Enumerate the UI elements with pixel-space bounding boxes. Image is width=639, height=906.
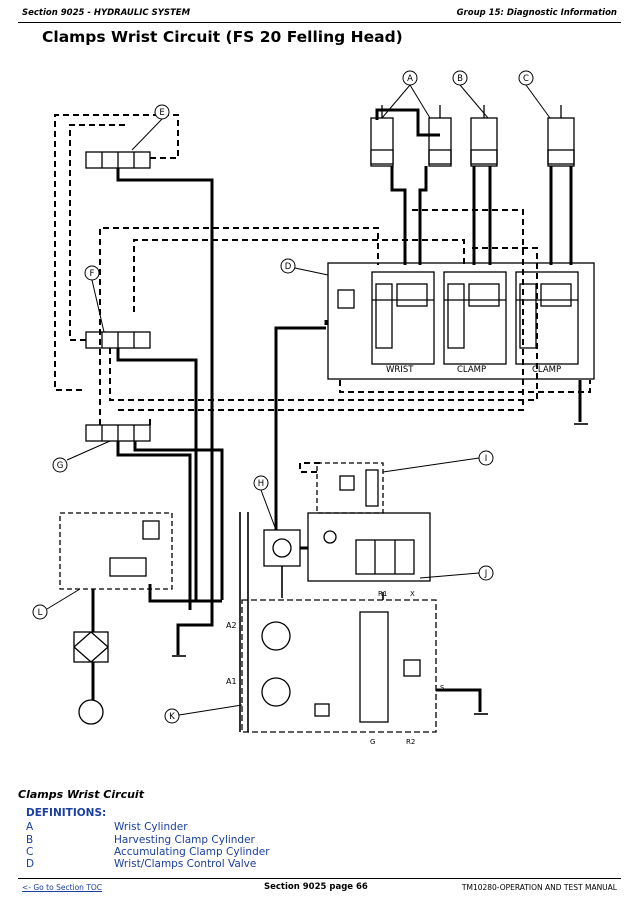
header-section: Section 9025 - HYDRAULIC SYSTEM bbox=[22, 8, 191, 18]
callout-label-b: B bbox=[457, 74, 463, 84]
callout-f bbox=[84, 265, 100, 281]
callout-label-j: J bbox=[484, 569, 488, 579]
harvesting-clamp-cylinder-b bbox=[470, 105, 498, 167]
callout-l bbox=[32, 604, 48, 620]
header-divider bbox=[18, 22, 621, 23]
callout-label-k: K bbox=[169, 712, 175, 722]
valve-label-clamp-2: CLAMP bbox=[532, 365, 561, 375]
valve-label-wrist: WRIST bbox=[386, 365, 414, 375]
solenoid-valve-g bbox=[85, 424, 151, 442]
callout-label-i: I bbox=[485, 454, 488, 464]
valve-block-l bbox=[59, 512, 173, 590]
supply-pump bbox=[78, 699, 104, 725]
component-h bbox=[263, 529, 301, 567]
callout-c bbox=[518, 70, 534, 86]
component-j bbox=[307, 512, 431, 582]
callout-a bbox=[402, 70, 418, 86]
hydraulic-schematic: WRIST CLAMP CLAMP A2 A1 R1 R2 G S X A bbox=[32, 70, 595, 746]
page-number: Section 9025 page 66 bbox=[264, 882, 368, 892]
definition-text: Wrist/Clamps Control Valve bbox=[114, 858, 257, 870]
callout-h bbox=[253, 475, 269, 491]
page-title: Clamps Wrist Circuit (FS 20 Felling Head… bbox=[42, 28, 403, 46]
port-label-a1: A1 bbox=[226, 677, 237, 686]
accumulating-clamp-cylinder-c bbox=[547, 105, 575, 167]
definition-text: Harvesting Clamp Cylinder bbox=[114, 834, 255, 846]
callout-d bbox=[280, 258, 296, 274]
callout-label-l: L bbox=[38, 608, 43, 618]
definition-text: Wrist Cylinder bbox=[114, 821, 188, 833]
callout-label-a: A bbox=[407, 74, 413, 84]
callout-e bbox=[154, 104, 170, 120]
callout-k bbox=[164, 708, 180, 724]
port-label-r1: R1 bbox=[378, 590, 387, 598]
callout-j bbox=[478, 565, 494, 581]
solenoid-valve-f bbox=[85, 331, 151, 349]
callout-g bbox=[52, 457, 68, 473]
port-label-g: G bbox=[370, 738, 375, 746]
solenoid-valve-e bbox=[85, 151, 151, 169]
wrist-cylinder-a bbox=[370, 105, 452, 167]
callout-b bbox=[452, 70, 468, 86]
footer-divider bbox=[18, 878, 621, 879]
callout-i bbox=[478, 450, 494, 466]
callout-label-h: H bbox=[258, 479, 264, 489]
control-valve-d bbox=[327, 262, 595, 380]
definition-letter: A bbox=[26, 821, 34, 833]
figure-caption: Clamps Wrist Circuit bbox=[18, 788, 144, 801]
definition-letter: D bbox=[26, 858, 35, 870]
port-label-s: S bbox=[440, 684, 445, 692]
definition-text: Accumulating Clamp Cylinder bbox=[114, 846, 270, 858]
filter bbox=[73, 631, 109, 663]
definition-letter: B bbox=[26, 834, 34, 846]
port-label-r2: R2 bbox=[406, 738, 415, 746]
callout-label-f: F bbox=[90, 269, 95, 279]
pump-assembly-k bbox=[241, 599, 437, 733]
manual-title: TM10280-OPERATION AND TEST MANUAL bbox=[461, 883, 617, 892]
definition-letter: C bbox=[26, 846, 34, 858]
header-group: Group 15: Diagnostic Information bbox=[456, 8, 617, 18]
component-i bbox=[316, 462, 384, 514]
go-to-section-toc-link[interactable]: <- Go to Section TOC bbox=[22, 883, 103, 892]
callout-label-g: G bbox=[57, 461, 64, 471]
port-label-a2: A2 bbox=[226, 621, 237, 630]
callout-label-e: E bbox=[159, 108, 164, 118]
callout-label-d: D bbox=[285, 262, 292, 272]
valve-label-clamp-1: CLAMP bbox=[457, 365, 486, 375]
port-label-x: X bbox=[410, 590, 415, 598]
callout-label-c: C bbox=[523, 74, 529, 84]
definitions-heading: DEFINITIONS: bbox=[26, 807, 107, 819]
